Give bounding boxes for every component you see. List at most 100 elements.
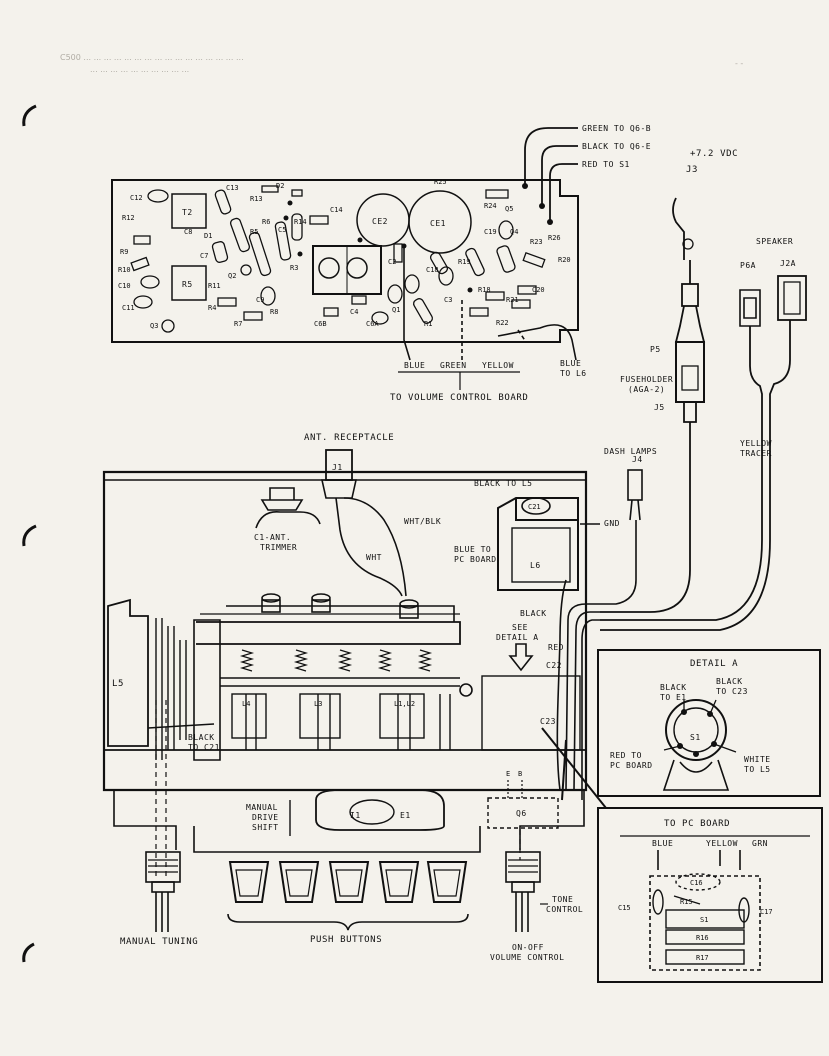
c8-label: C8	[184, 228, 192, 236]
r14-label: R14	[294, 218, 307, 226]
q2-label: Q2	[228, 272, 236, 280]
p5-label: P5	[650, 345, 661, 354]
d2-label: D2	[276, 182, 284, 190]
q6-label: Q6	[516, 809, 527, 818]
radio-chassis: L5	[102, 433, 620, 880]
inset-c15: C15	[618, 904, 631, 912]
inset-title: TO PC BOARD	[664, 819, 730, 829]
see-detail-line-2: DETAIL A	[496, 633, 539, 642]
gnd-label: GND	[604, 519, 620, 528]
t1-label: R5	[182, 280, 193, 289]
harness: SPEAKER J2A P6A P5 FUSEHOLDER (AGA-2) J5…	[600, 197, 807, 631]
c21-top-label: C21	[528, 503, 541, 511]
j5-label: J5	[654, 403, 665, 412]
pc-board: CE1 CE2 T2 R5	[111, 178, 579, 343]
detail-a-box: DETAIL A S1 BLACK TO E1 BLACK TO C23 RED…	[597, 649, 821, 797]
r25-label: R25	[434, 178, 447, 186]
l5-label: L5	[112, 679, 124, 689]
black-to-c21-line-2: TO C21	[188, 743, 220, 752]
inset-r16: R16	[696, 934, 709, 942]
l6-label: L6	[530, 561, 541, 570]
bottom-label-yellow: YELLOW	[482, 361, 514, 370]
ce2-label: CE2	[372, 217, 388, 226]
detail-white-to-l5-line-2: TO L5	[744, 765, 771, 774]
inset-c17: C17	[760, 908, 773, 916]
coil-l4-label: L4	[242, 700, 250, 708]
manual-drive-line-2: DRIVE	[252, 813, 279, 822]
q5-label: Q5	[505, 205, 513, 213]
e1-label: E1	[400, 811, 411, 820]
red-label: RED	[548, 643, 564, 652]
detail-black-to-e1-line-2: TO E1	[660, 693, 687, 702]
manual-drive-line-1: MANUAL	[246, 803, 278, 812]
i1-label: I1	[350, 811, 361, 820]
ce1-label: CE1	[430, 219, 446, 228]
r5-label: R5	[250, 228, 258, 236]
bottom-label-green: GREEN	[440, 361, 467, 370]
faint-header-line-1: C500 ... ... ... ... ... ... ... ... ...…	[60, 53, 244, 62]
volume-board-inset: TO PC BOARD BLUE YELLOW GRN C16 R15 C15 …	[597, 807, 823, 983]
e-label: E	[506, 770, 510, 778]
detail-black-to-c23-line-2: TO C23	[716, 687, 748, 696]
faint-header-line-2: ... ... ... ... ... ... ... ... ... ...	[90, 65, 189, 74]
controls-front: PUSH BUTTONS MANUAL TUNING TONE CONTROL …	[120, 851, 583, 962]
coil-l3-label: L3	[314, 700, 322, 708]
r9-label: R9	[120, 248, 128, 256]
c6a-label: C6A	[366, 320, 379, 328]
inset-s1: S1	[700, 916, 708, 924]
detail-red-to-pc-line-1: RED TO	[610, 751, 642, 760]
c3-label: C3	[444, 296, 452, 304]
r1-label: R1	[424, 320, 432, 328]
c11-label: C11	[122, 304, 135, 312]
see-detail-line-1: SEE	[512, 623, 528, 632]
ant-receptacle-label: ANT. RECEPTACLE	[304, 433, 394, 443]
r4-label: R4	[208, 304, 216, 312]
wire-green-to-q6b: GREEN TO Q6-B	[582, 124, 651, 133]
tracer-line-1: YELLOW	[740, 439, 772, 448]
c10-label: C10	[118, 282, 131, 290]
manual-tuning-label: MANUAL TUNING	[120, 937, 198, 947]
power-label: +7.2 VDC	[690, 149, 738, 159]
c14-label: C14	[330, 206, 343, 214]
q4-label: Q4	[510, 228, 518, 236]
r8-label: R8	[270, 308, 278, 316]
detail-black-to-c23-line-1: BLACK	[716, 677, 743, 686]
c4-label: C4	[350, 308, 358, 316]
board-top-wires	[524, 127, 578, 222]
fuseholder-line-2: (AGA-2)	[628, 385, 665, 394]
r24-label: R24	[484, 202, 497, 210]
inset-c16: C16	[690, 879, 703, 887]
b-label: B	[518, 770, 522, 778]
black-to-l5-top-label: BLACK TO L5	[474, 479, 532, 488]
inset-wire-yellow: YELLOW	[706, 839, 738, 848]
r3-label: R3	[290, 264, 298, 272]
c22-label: C22	[546, 661, 562, 670]
p6a-label: P6A	[740, 261, 756, 270]
tracer-line-2: TRACER	[740, 449, 772, 458]
blue-to-l6-line-1: BLUE	[560, 359, 581, 368]
on-off-line-1: ON-OFF	[512, 943, 544, 952]
c2-label: C2	[388, 258, 396, 266]
wht-label: WHT	[366, 553, 382, 562]
black-to-c21-line-1: BLACK	[188, 733, 215, 742]
black-label: BLACK	[520, 609, 547, 618]
r21-label: R21	[506, 296, 519, 304]
inset-wire-grn: GRN	[752, 839, 768, 848]
c9-label: C9	[256, 296, 264, 304]
t2-label: T2	[182, 208, 193, 217]
wire-black-to-q6e: BLACK TO Q6-E	[582, 142, 651, 151]
detail-red-to-pc-line-2: PC BOARD	[610, 761, 653, 770]
inset-wire-blue: BLUE	[652, 839, 673, 848]
c20-label: C20	[532, 286, 545, 294]
d1-label: D1	[204, 232, 212, 240]
j2a-label: J2A	[780, 259, 796, 268]
tone-control-line-1: TONE	[552, 895, 573, 904]
pc-board-component-labels: C12 C13 R13 D2 R25 C14 Q5 R24 R12 C8 D1 …	[118, 178, 571, 330]
j1-label: J1	[332, 463, 343, 472]
c5-label: C5	[278, 226, 286, 234]
c19-label: C19	[484, 228, 497, 236]
wht-blk-label: WHT/BLK	[404, 517, 441, 526]
r19-label: R19	[458, 258, 471, 266]
q3-label: Q3	[150, 322, 158, 330]
